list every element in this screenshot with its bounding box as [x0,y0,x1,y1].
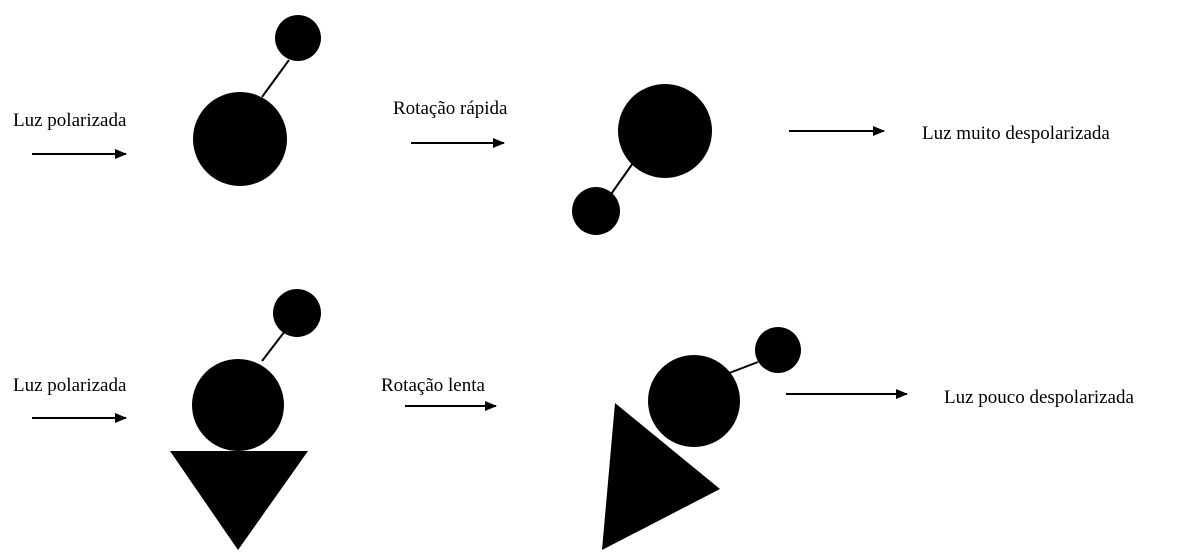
row2-output-label: Luz pouco despolarizada [944,387,1134,408]
large-atom [618,84,712,178]
large-atom [192,359,284,451]
row2-molecule-rotated [602,327,801,550]
bulky-triangle-group [170,451,308,550]
row2-input-label: Luz polarizada [13,375,127,396]
row1-input-label: Luz polarizada [13,110,127,131]
row1-molecule-initial [193,15,321,186]
large-atom [648,355,740,447]
row1-molecule-rotated [572,84,712,235]
row-fast-rotation: Luz polarizada Rotação rápida Luz muito … [13,15,1110,235]
row1-rotation-label: Rotação rápida [393,98,508,119]
bond-line [261,59,290,98]
bond-line [608,162,634,198]
bond-line [261,330,286,362]
row1-output-label: Luz muito despolarizada [922,123,1110,144]
large-atom [193,92,287,186]
row2-molecule-initial [170,289,321,550]
bulky-triangle-group [602,403,720,550]
row2-rotation-label: Rotação lenta [381,375,485,396]
row-slow-rotation: Luz polarizada Rotação lenta Luz pouco d… [13,289,1134,550]
small-atom [273,289,321,337]
small-atom [755,327,801,373]
small-atom [572,187,620,235]
small-atom [275,15,321,61]
